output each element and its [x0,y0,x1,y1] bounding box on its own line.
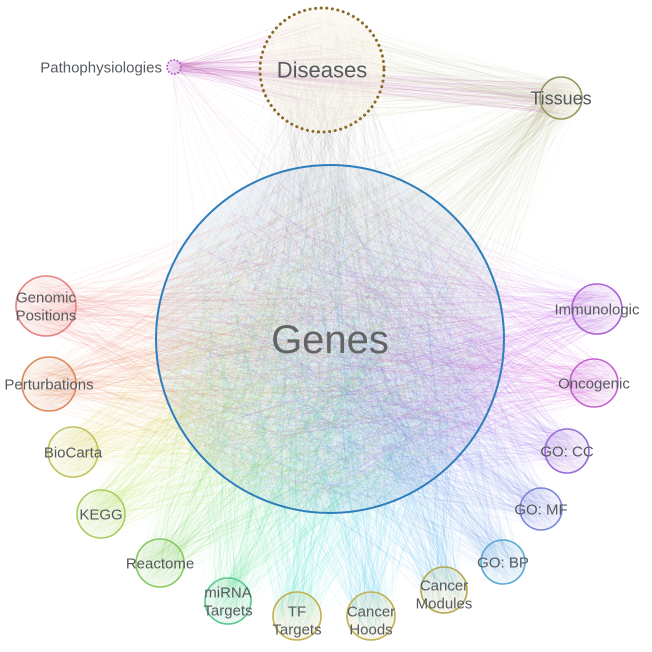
node-genomic-positions[interactable] [15,275,77,337]
edge-bundle-tf-targets-genes [166,174,487,637]
edge-bundle-pathophysiologies-genes [169,62,489,476]
edge-bundle-go-mf-genes [166,180,561,528]
label-genes: Genes [271,318,389,362]
node-cancer-modules[interactable] [420,566,468,614]
edge-bundle-tissues-genes [168,79,580,500]
edge-bundle-pathophysiologies-diseases [168,12,374,124]
node-cancer-hoods[interactable] [346,591,396,641]
edge-bundle-reactome-genes [139,174,494,585]
node-go-cc[interactable] [544,428,590,474]
node-go-mf[interactable] [519,487,563,531]
node-biocarta[interactable] [47,426,99,478]
node-kegg[interactable] [76,489,126,539]
node-genes[interactable] [155,164,505,514]
edge-bundle-diseases-genes [167,13,497,493]
node-diseases[interactable] [258,6,386,134]
label-go-cc: GO: CC [540,443,594,460]
label-diseases: Diseases [277,58,367,83]
label-immunologic: Immunologic [554,301,640,318]
edge-bundle-oncogenic-genes [165,175,615,504]
edge-bundle-go-cc-genes [163,178,586,498]
label-go-bp: GO: BP [477,554,529,571]
edge-bundle-perturbations-genes [24,176,496,501]
edge-bundle-biocarta-genes [50,174,492,491]
edge-bundle-pathophysiologies-tissues [167,61,581,116]
label-biocarta: BioCarta [44,444,103,461]
label-oncogenic: Oncogenic [558,375,630,392]
node-pathophysiologies[interactable] [166,59,182,75]
edge-bundle-kegg-genes [79,178,473,536]
node-tissues[interactable] [539,76,583,120]
edge-bundle-cancer-hoods-genes [165,175,478,638]
edge-bundle-diseases-tissues [267,15,580,125]
label-pathophysiologies: Pathophysiologies [40,59,162,76]
label-kegg: KEGG [79,506,122,523]
node-reactome[interactable] [135,538,185,588]
label-reactome: Reactome [126,555,194,572]
genes-circle-fill [156,165,504,513]
edge-bundle-genomic-positions-genes [20,183,488,507]
edge-bundle-go-bp-genes [181,178,522,582]
node-tf-targets[interactable] [272,591,322,641]
edge-bundle-immunologic-genes [185,182,619,499]
label-perturbations: Perturbations [4,376,93,393]
node-mirna-targets[interactable] [204,577,252,625]
node-perturbations[interactable] [21,356,77,412]
node-immunologic[interactable] [571,283,623,335]
edge-bundle-cancer-modules-genes [166,180,492,610]
label-tissues: Tissues [530,88,591,108]
label-go-mf: GO: MF [514,501,567,518]
node-go-bp[interactable] [480,539,526,585]
edge-bundle-mirna-targets-genes [164,184,483,622]
node-oncogenic[interactable] [569,358,619,408]
